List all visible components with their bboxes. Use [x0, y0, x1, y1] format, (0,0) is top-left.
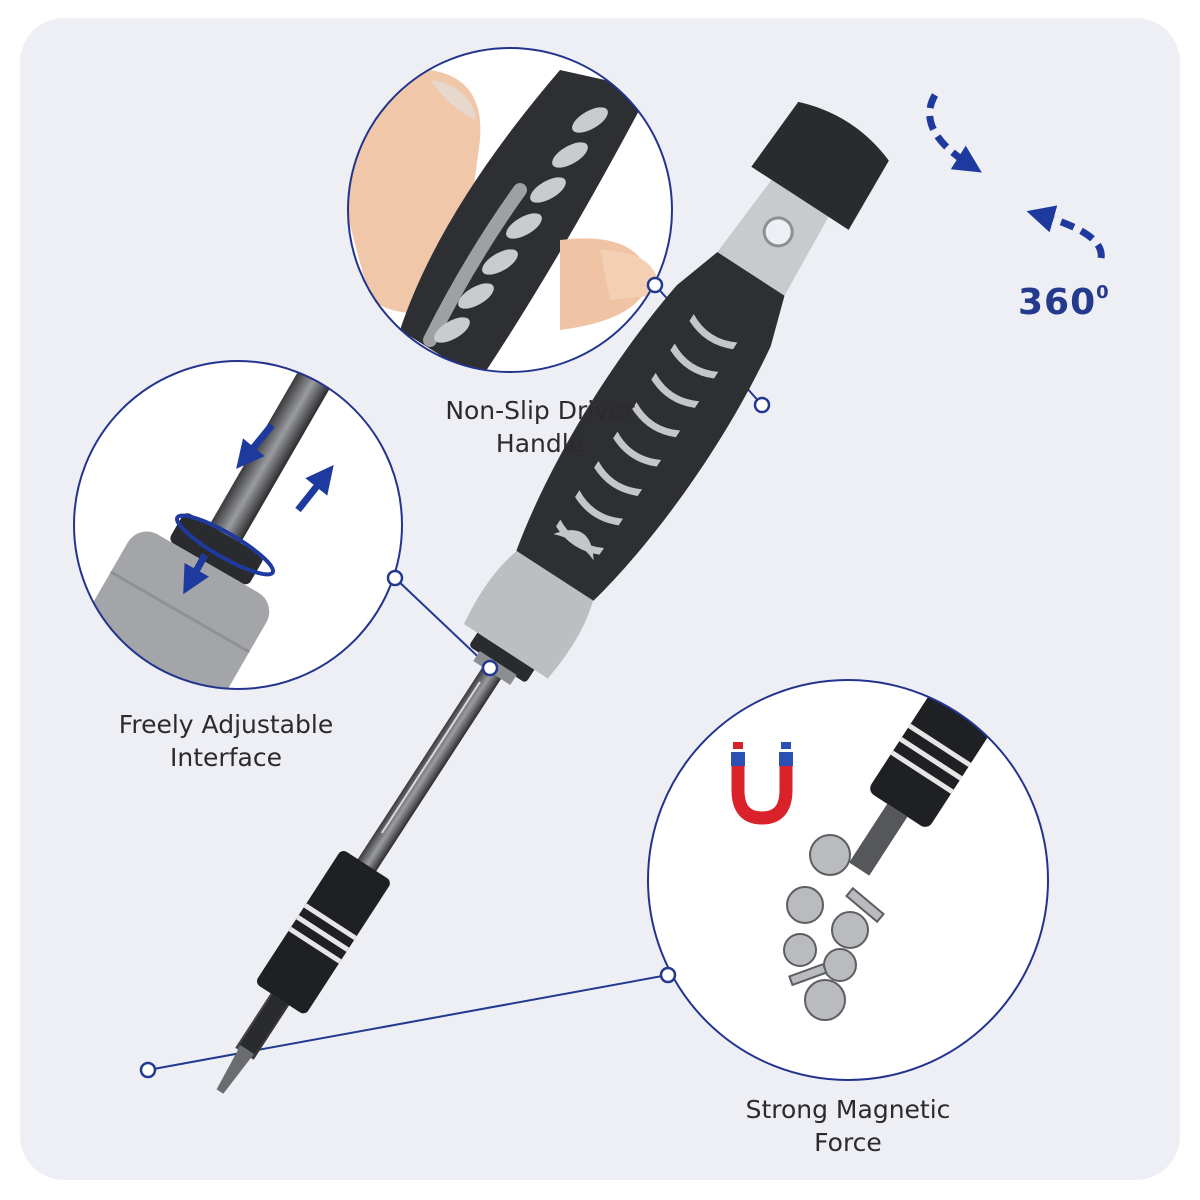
caption-interface-line2: Interface: [170, 743, 282, 772]
callout-circle-handle: [347, 47, 673, 373]
caption-handle-line1: Non-Slip Driver: [445, 396, 635, 425]
leader-dots: [139, 276, 771, 1079]
caption-handle: Non-Slip Driver Handle: [380, 394, 700, 460]
callout-circle-interface: [73, 360, 403, 690]
magnet-icon: [731, 742, 793, 825]
screw-cluster: [783, 834, 885, 1021]
swivel-nut: [470, 629, 537, 682]
rotation-arrows-icon: [926, 93, 1105, 264]
rotation-unit: 0: [1096, 282, 1110, 303]
caption-interface: Freely Adjustable Interface: [66, 708, 386, 774]
leader-line-interface: [394, 577, 491, 669]
adjust-arrows-icon: [183, 422, 334, 595]
callout-circle-magnetic: [647, 679, 1049, 1081]
lanyard-hole: [762, 216, 794, 248]
rotation-degree-label: 3600: [1018, 282, 1110, 323]
caption-handle-line2: Handle: [495, 429, 585, 458]
caption-magnetic-line1: Strong Magnetic: [745, 1095, 951, 1124]
leader-line-magnetic: [147, 974, 669, 1071]
caption-magnetic: Strong Magnetic Force: [688, 1093, 1008, 1159]
screwdriver: [216, 101, 889, 1094]
caption-magnetic-line2: Force: [814, 1128, 882, 1157]
swivel-cap: [751, 101, 889, 230]
rotation-value: 360: [1018, 282, 1097, 323]
bit-tip: [216, 1045, 254, 1094]
caption-interface-line1: Freely Adjustable: [118, 710, 334, 739]
grip-pads: [553, 314, 738, 561]
